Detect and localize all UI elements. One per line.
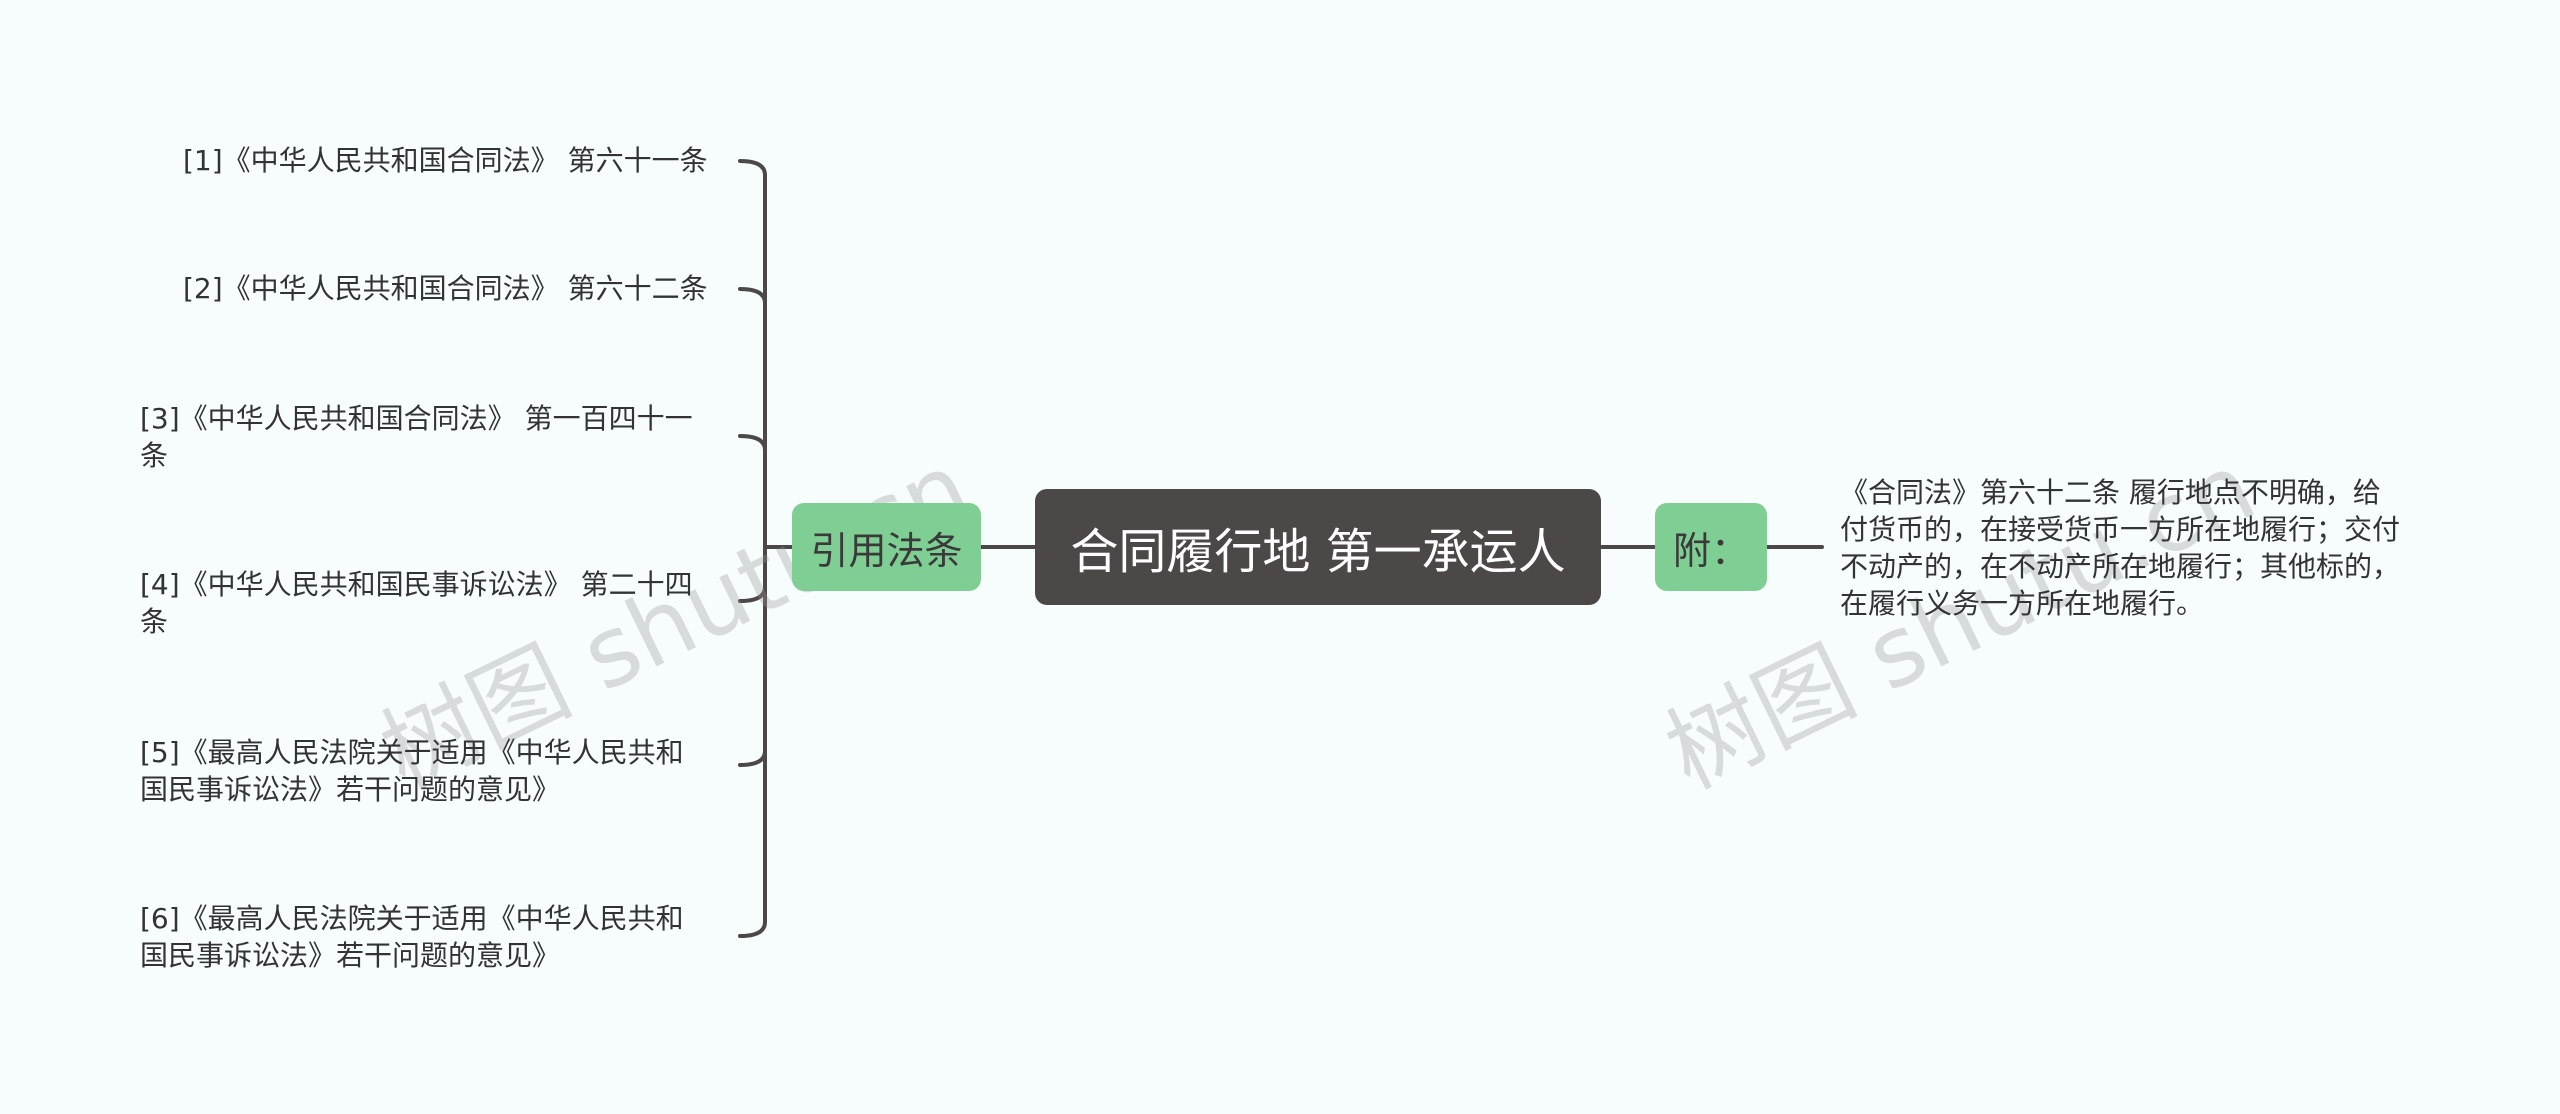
leaf-citation-4-line-1: [4]《中华人民共和国民事诉讼法》 第二十四: [140, 568, 693, 601]
leaf-citation-5[interactable]: [5]《最高人民法院关于适用《中华人民共和 国民事诉讼法》若干问题的意见》: [140, 734, 684, 808]
leaf-citation-6[interactable]: [6]《最高人民法院关于适用《中华人民共和 国民事诉讼法》若干问题的意见》: [140, 900, 684, 974]
leaf-citation-2[interactable]: [2]《中华人民共和国合同法》 第六十二条: [183, 270, 708, 307]
tick-leaf-4: [738, 585, 767, 603]
leaf-appendix-line-2: 付货币的，在接受货币一方所在地履行；交付: [1840, 513, 2401, 546]
branch-appendix-label: 附：: [1672, 528, 1749, 573]
leaf-appendix-line-4: 在履行义务一方所在地履行。: [1840, 587, 2205, 620]
branch-citations[interactable]: 引用法条: [792, 503, 981, 591]
leaf-appendix-line-3: 不动产的，在不动产所在地履行；其他标的，: [1840, 550, 2401, 583]
leaf-citation-4-line-2: 条: [140, 605, 169, 638]
leaf-citation-1-line-1: [1]《中华人民共和国合同法》 第六十一条: [183, 144, 708, 177]
tick-leaf-1: [738, 159, 767, 177]
leaf-citation-3-line-2: 条: [140, 439, 169, 472]
central-topic[interactable]: 合同履行地 第一承运人: [1035, 489, 1601, 605]
tick-leaf-5: [738, 749, 767, 767]
tick-leaf-6: [738, 920, 767, 938]
leaf-citation-6-line-2: 国民事诉讼法》若干问题的意见》: [140, 939, 561, 972]
leaf-citation-6-line-1: [6]《最高人民法院关于适用《中华人民共和: [140, 902, 684, 935]
tick-leaf-3: [738, 434, 767, 452]
leaf-citation-4[interactable]: [4]《中华人民共和国民事诉讼法》 第二十四 条: [140, 566, 693, 640]
branch-citations-label: 引用法条: [810, 528, 963, 573]
leaf-citation-2-line-1: [2]《中华人民共和国合同法》 第六十二条: [183, 272, 708, 305]
leaf-citation-3[interactable]: [3]《中华人民共和国合同法》 第一百四十一 条: [140, 400, 693, 474]
tick-leaf-2: [738, 287, 767, 305]
leaf-citation-5-line-2: 国民事诉讼法》若干问题的意见》: [140, 773, 561, 806]
leaf-citation-3-line-1: [3]《中华人民共和国合同法》 第一百四十一: [140, 402, 693, 435]
leaf-citation-1[interactable]: [1]《中华人民共和国合同法》 第六十一条: [183, 142, 708, 179]
leaf-appendix-text[interactable]: 《合同法》第六十二条 履行地点不明确，给 付货币的，在接受货币一方所在地履行；交…: [1840, 474, 2440, 622]
leaf-citation-5-line-1: [5]《最高人民法院关于适用《中华人民共和: [140, 736, 684, 769]
leaf-appendix-line-1: 《合同法》第六十二条 履行地点不明确，给: [1840, 476, 2381, 509]
central-topic-label: 合同履行地 第一承运人: [1070, 524, 1566, 580]
branch-appendix[interactable]: 附：: [1655, 503, 1767, 591]
